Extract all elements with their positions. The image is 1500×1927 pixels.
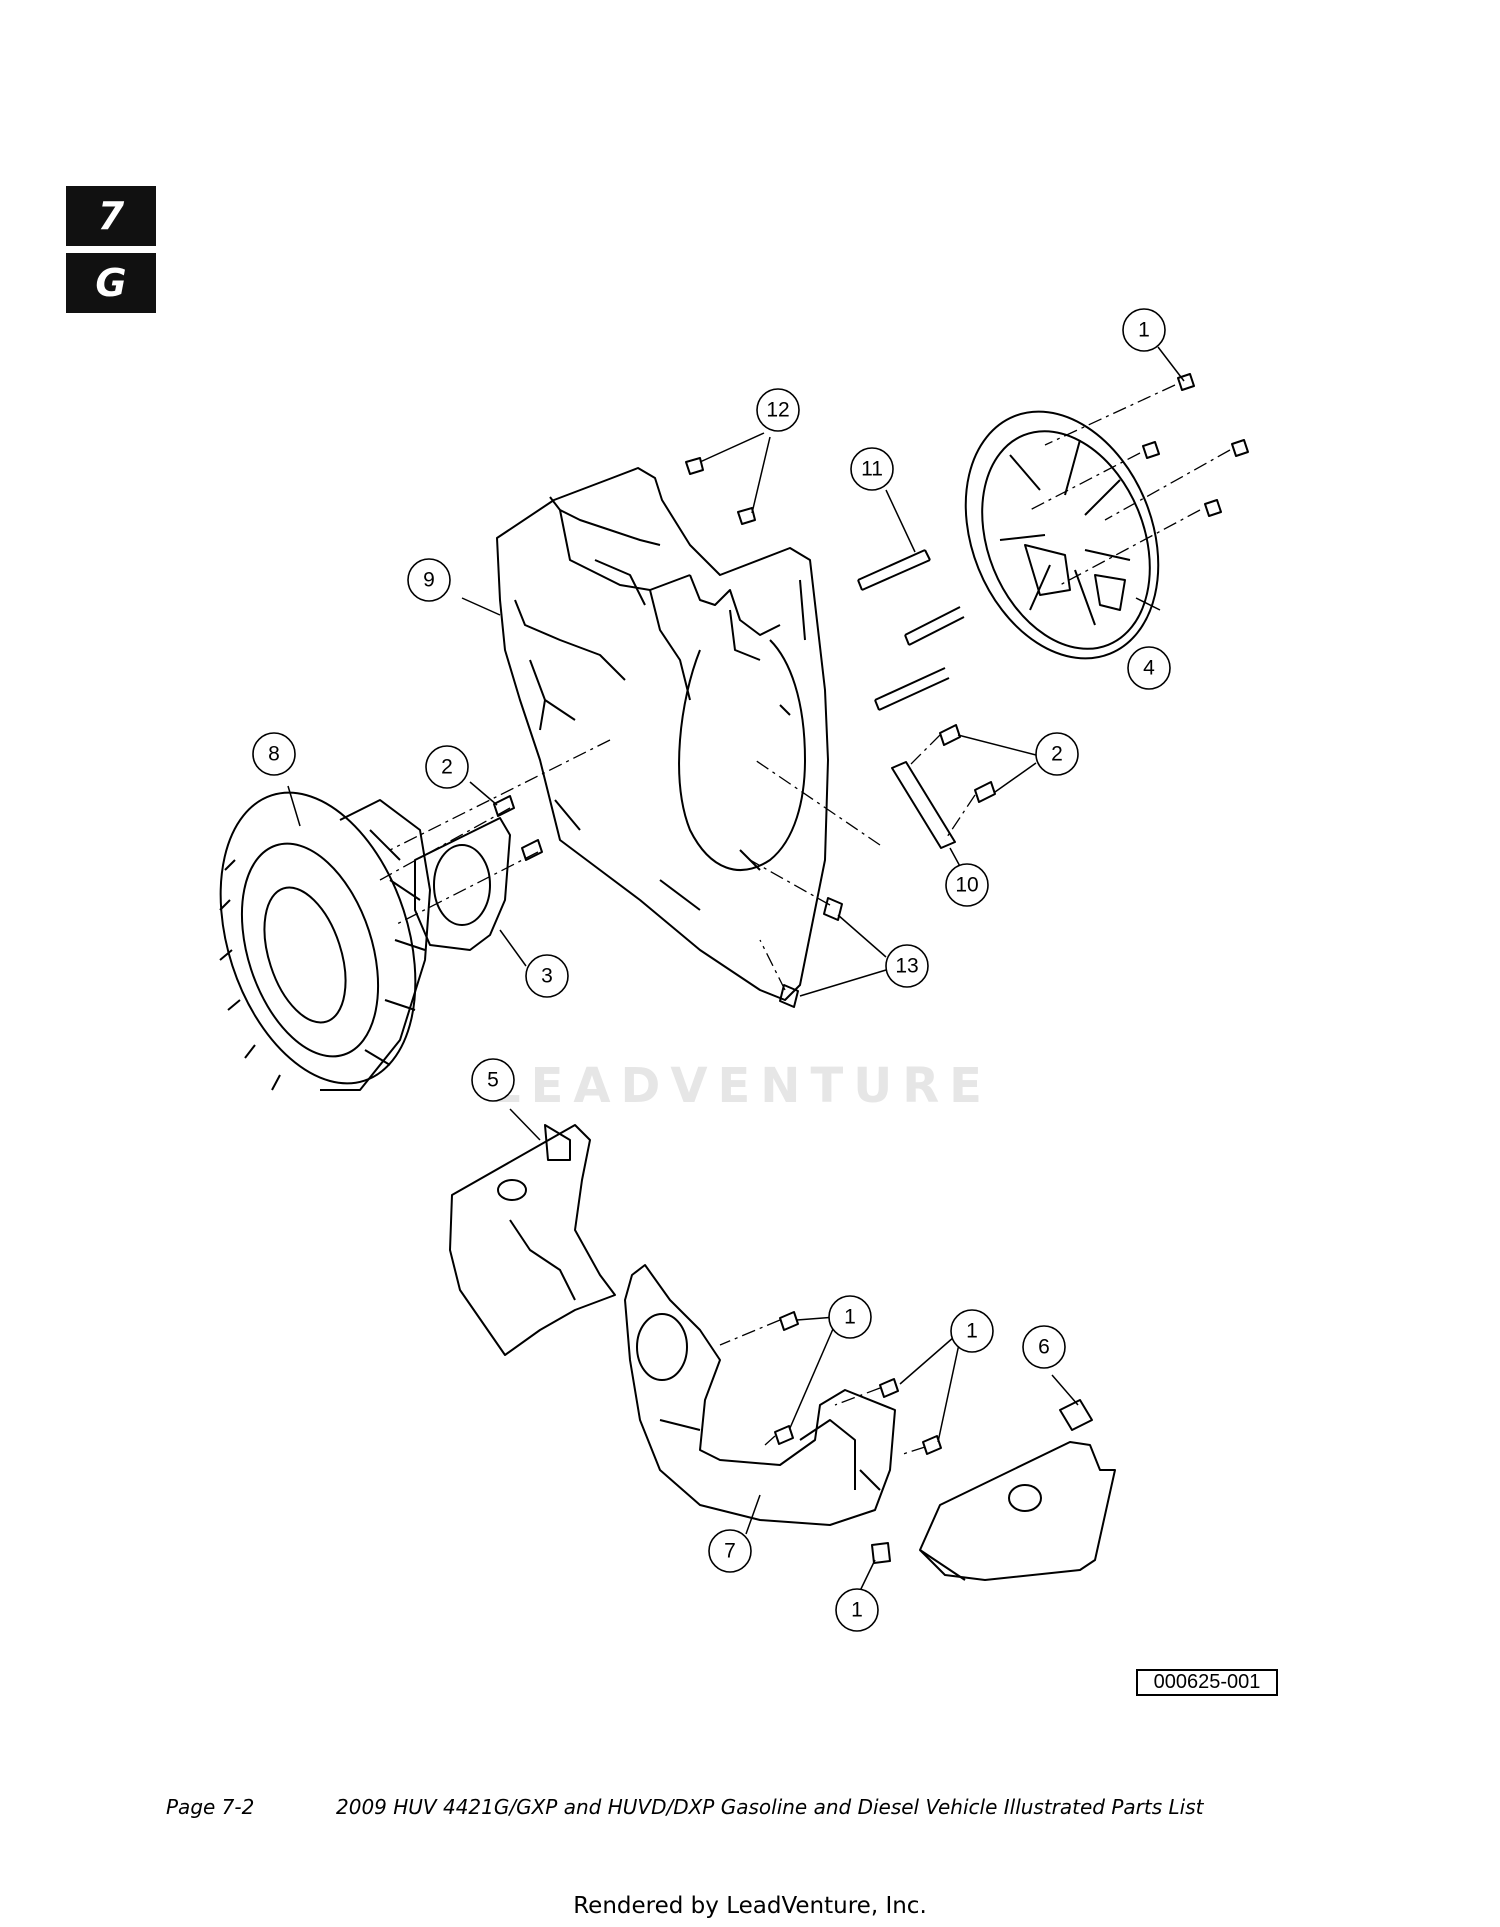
clip-part <box>685 457 704 475</box>
callout-number: 8 <box>268 743 280 766</box>
rotating-screen-part <box>964 410 1160 660</box>
callout-number: 1 <box>966 1320 978 1343</box>
callout-number: 12 <box>766 399 789 422</box>
callout-number: 11 <box>861 458 883 481</box>
callout-number: 2 <box>441 756 453 779</box>
stud-part <box>857 549 965 711</box>
section-tab-letter: G <box>66 253 156 313</box>
footer-document-title: 2009 HUV 4421G/GXP and HUVD/DXP Gasoline… <box>336 1795 1204 1819</box>
lower-shroud-part <box>449 1124 616 1356</box>
callout-number: 6 <box>1038 1336 1050 1359</box>
callout-number: 1 <box>1138 319 1150 342</box>
side-cover-part <box>919 1399 1116 1581</box>
callout-number: 2 <box>1051 743 1063 766</box>
screw-part <box>493 373 1249 1564</box>
callout-number: 7 <box>724 1540 736 1563</box>
callout-number: 1 <box>851 1599 863 1622</box>
figure-id-box: 000625-001 <box>1136 1669 1278 1696</box>
retainer-plate-part <box>414 817 511 951</box>
callout-number: 10 <box>955 874 978 897</box>
callout-number: 4 <box>1143 657 1155 680</box>
footer-page-number: Page 7-2 <box>166 1795 255 1819</box>
callout-number: 9 <box>423 569 435 592</box>
callout-number: 5 <box>487 1069 499 1092</box>
clip-part <box>737 507 756 525</box>
rendered-by-credit: Rendered by LeadVenture, Inc. <box>573 1893 927 1919</box>
watermark-text: LEADVENTURE <box>490 1058 992 1114</box>
flywheel-fan-part <box>219 791 431 1091</box>
callout-number: 3 <box>541 965 553 988</box>
callout-number: 1 <box>844 1306 856 1329</box>
callout-number: 13 <box>895 955 918 978</box>
bracket-part <box>891 761 956 849</box>
engine-bracket-part <box>624 1264 896 1526</box>
blower-housing-part <box>496 467 829 1001</box>
section-tab-number: 7 <box>66 186 156 246</box>
